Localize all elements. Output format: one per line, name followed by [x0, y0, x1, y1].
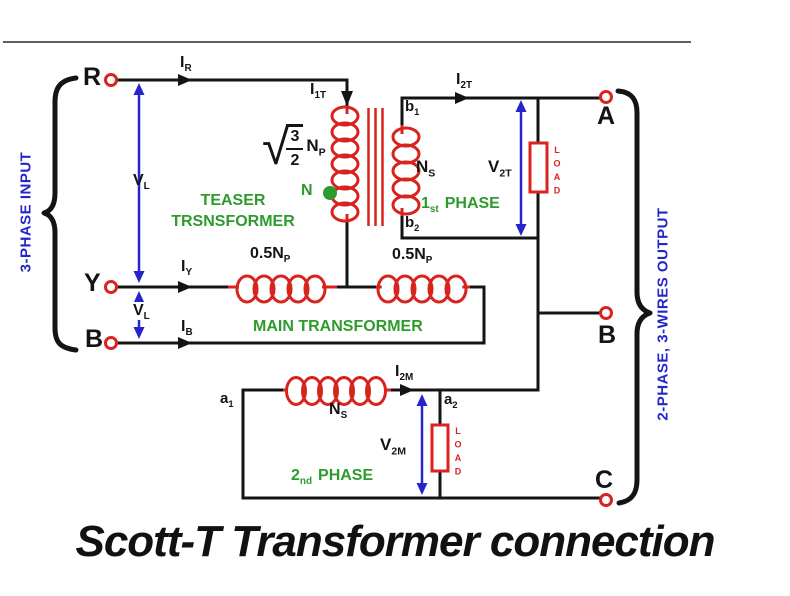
load1-resistor: [528, 141, 549, 194]
arrow-i2t: [455, 92, 469, 104]
teaser-primary-turns-label: √ 3 2 NP: [262, 118, 326, 175]
terminal-circles: [104, 73, 613, 507]
transformer-core: [367, 108, 384, 226]
current-ir-label: IR: [180, 54, 192, 75]
voltage-vl-ry-label: VL: [133, 172, 150, 193]
load2-label: LOAD: [453, 426, 463, 480]
current-i2t-label: I2T: [456, 71, 473, 92]
wire-phase1-bottom: [400, 212, 540, 240]
output-side-label: 2-PHASE, 3-WIRES OUTPUT: [654, 207, 672, 421]
input-side-label: 3-PHASE INPUT: [17, 151, 35, 273]
current-i1t-label: I1T: [310, 81, 327, 102]
main-right-turns-label: 0.5NP: [392, 246, 433, 267]
output-terminal-b-label: B: [598, 321, 617, 349]
current-arrows: [178, 74, 469, 396]
node-b2-label: b2: [405, 214, 420, 233]
diagram-title: Scott-T Transformer connection: [75, 517, 715, 566]
output-brace: [615, 88, 653, 506]
teaser-primary-coil: [330, 105, 360, 223]
terminal-r-circle: [104, 73, 118, 87]
neutral-label: N: [301, 182, 313, 199]
voltage-vl-yb-label: VL: [131, 302, 152, 323]
arrow-ir: [178, 74, 192, 86]
input-terminal-y-label: Y: [84, 269, 101, 297]
current-i2m-label: I2M: [395, 363, 414, 384]
wires: [115, 78, 602, 500]
radical-sign: √: [262, 118, 290, 175]
output-terminal-c-label: C: [595, 466, 614, 494]
arrow-i2m: [400, 384, 414, 396]
terminal-c-circle: [599, 493, 613, 507]
v2m-arrow: [416, 394, 428, 495]
voltage-arrows: [133, 83, 527, 495]
arrow-i1t: [341, 91, 353, 106]
main-coil-left: [228, 274, 337, 304]
vl-ry-arrow: [133, 83, 145, 283]
voltage-v2t-label: V2T: [488, 157, 512, 180]
input-terminal-r-label: R: [83, 63, 102, 91]
terminal-a-circle: [599, 90, 613, 104]
current-ib-label: IB: [181, 318, 193, 339]
terminal-b-out-circle: [599, 306, 613, 320]
load2-resistor: [430, 423, 450, 473]
arrow-iy: [178, 281, 192, 293]
teaser-transformer-label: TEASER TRSNSFORMER: [171, 192, 295, 230]
arrow-ib: [178, 337, 192, 349]
main-coil-right: [376, 274, 470, 304]
radical-fraction: 3 2: [286, 124, 304, 170]
terminal-b-circle: [104, 336, 118, 350]
input-brace: [41, 75, 79, 353]
node-a2-label: a2: [444, 391, 458, 410]
neutral-dot: [323, 186, 337, 200]
input-terminal-b-label: B: [85, 325, 104, 353]
node-a1-label: a1: [220, 390, 234, 409]
v2t-arrow: [515, 100, 527, 236]
wire-main-right: [462, 285, 486, 345]
main-left-turns-label: 0.5NP: [250, 245, 291, 266]
teaser-secondary-coil: [391, 125, 421, 216]
main-transformer-label: MAIN TRANSFORMER: [253, 318, 423, 335]
voltage-v2m-label: V2M: [380, 435, 406, 458]
phase2-secondary-coil: [283, 376, 391, 406]
phase2-secondary-turns-label: NS: [329, 401, 348, 422]
output-terminal-a-label: A: [597, 102, 616, 130]
terminal-y-circle: [104, 280, 118, 294]
node-b1-label: b1: [405, 98, 420, 117]
wire-phase2-loop: [241, 388, 602, 500]
teaser-secondary-turns-label: NS: [416, 157, 436, 180]
current-iy-label: IY: [181, 258, 193, 279]
load1-label: LOAD: [552, 145, 562, 199]
